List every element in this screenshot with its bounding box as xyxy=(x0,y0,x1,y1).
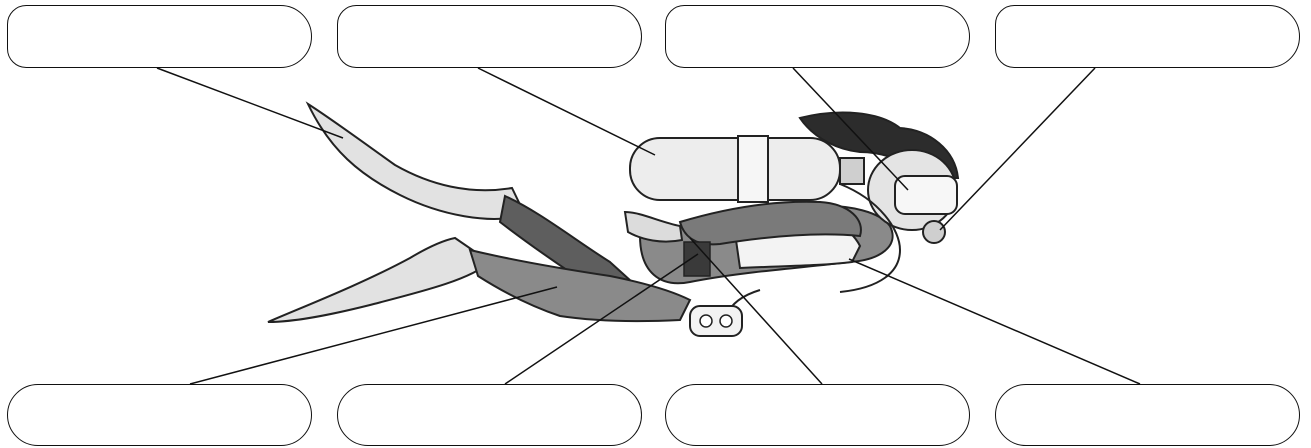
gauge-console xyxy=(690,306,742,336)
tank-valve xyxy=(840,158,864,184)
leader-line-top-4 xyxy=(940,68,1095,230)
mask xyxy=(895,176,957,214)
weight-belt xyxy=(684,242,710,276)
leader-line-top-2 xyxy=(478,68,655,155)
label-box-bottom-1[interactable] xyxy=(7,384,312,446)
label-box-top-1[interactable] xyxy=(7,5,312,68)
gauge-dial-2 xyxy=(720,315,732,327)
label-box-bottom-2[interactable] xyxy=(337,384,642,446)
gauge-dial-1 xyxy=(700,315,712,327)
label-box-top-2[interactable] xyxy=(337,5,642,68)
hand xyxy=(625,212,682,242)
lower-fin xyxy=(268,238,490,322)
tank-strap xyxy=(738,136,768,202)
label-box-bottom-3[interactable] xyxy=(665,384,970,446)
label-box-top-3[interactable] xyxy=(665,5,970,68)
leader-line-top-1 xyxy=(157,68,343,138)
label-box-top-4[interactable] xyxy=(995,5,1300,68)
leader-line-bottom-4 xyxy=(849,259,1140,384)
air-tank xyxy=(630,138,840,200)
regulator xyxy=(923,221,945,243)
upper-fin xyxy=(308,104,525,219)
label-box-bottom-4[interactable] xyxy=(995,384,1300,446)
